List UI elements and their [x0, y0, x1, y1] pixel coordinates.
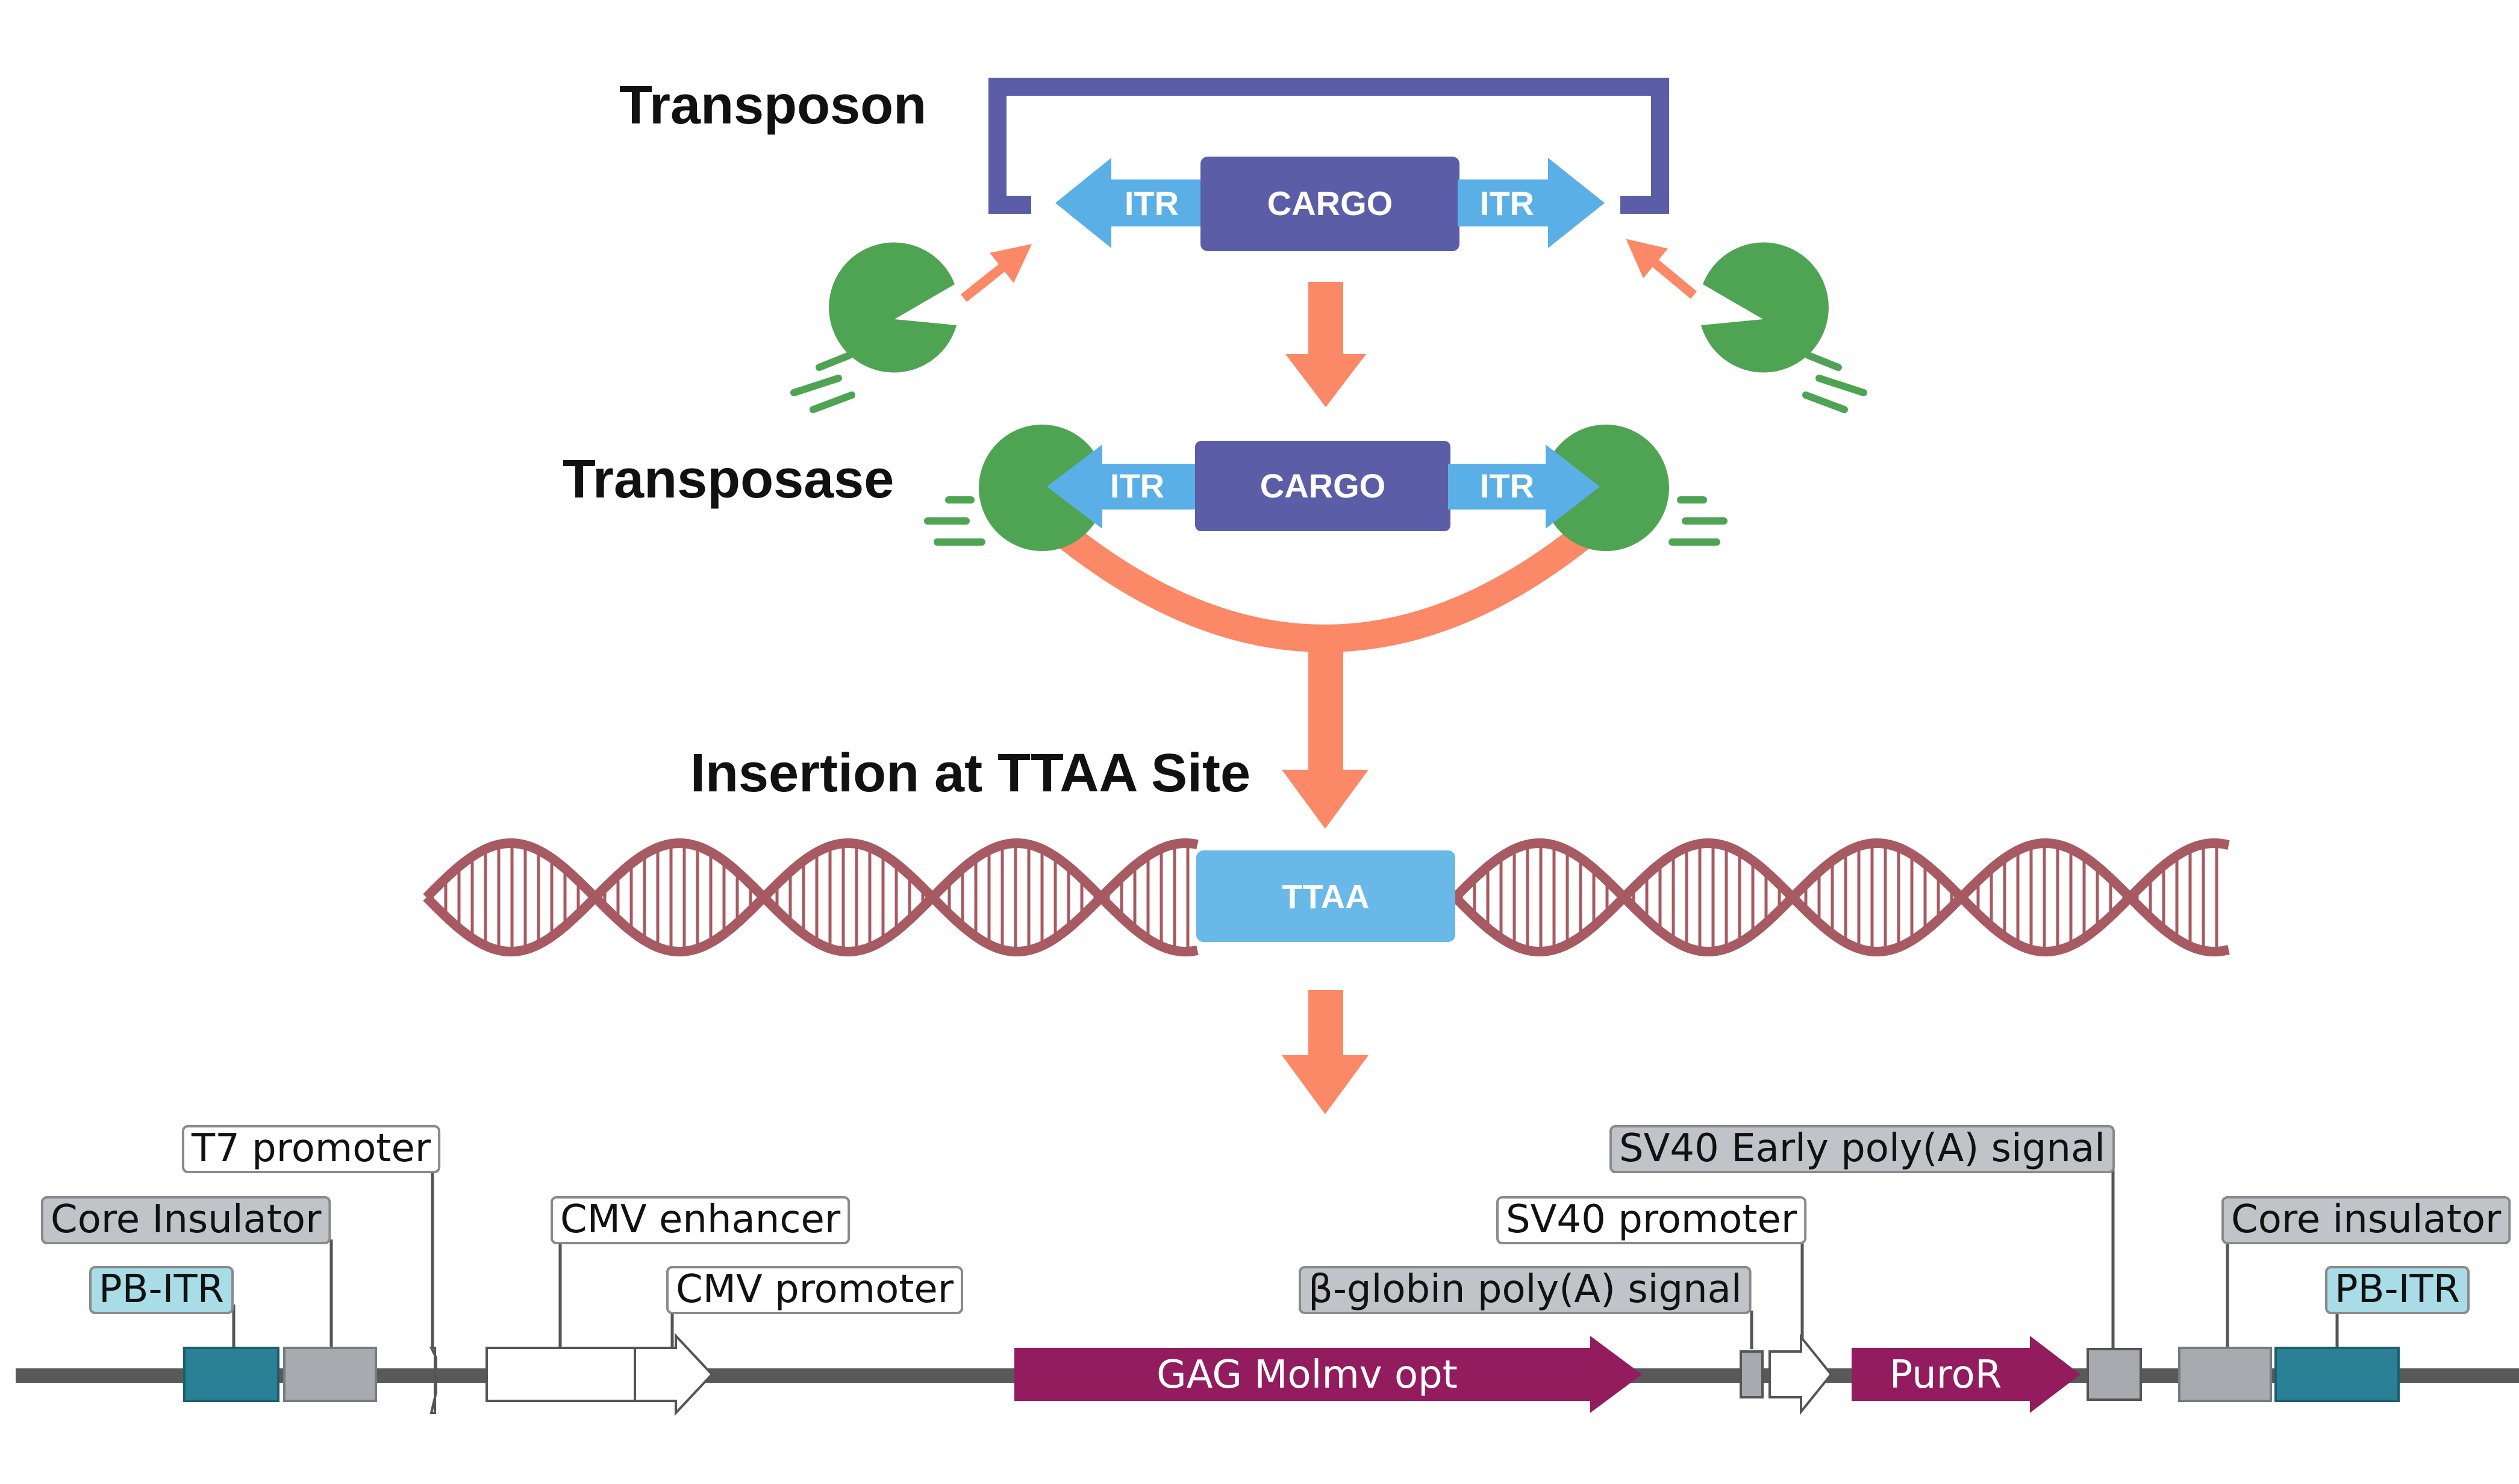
itr-right-arrow-middle: ITR [1448, 444, 1600, 529]
ttaa-site-box: TTAA [1196, 850, 1455, 942]
transposase-complex-left [924, 425, 1105, 551]
label-cmv-promoter: CMV promoter [666, 1266, 963, 1314]
transposase-complex-right [1543, 425, 1728, 551]
dna-helix-right [1452, 838, 2230, 957]
dna-helix-left [423, 838, 1199, 957]
cmv-promoter-text: CMV promoter [676, 1267, 954, 1312]
puror-label: PuroR [1890, 1353, 2002, 1397]
map-labels: T7 promoter Core Insulator PB-ITR CMV en… [41, 1125, 2511, 1314]
transposon-title: Transposon [619, 75, 926, 136]
ttaa-label: TTAA [1282, 878, 1369, 915]
insertion-title: Insertion at TTAA Site [690, 743, 1250, 803]
down-arrow-2 [1282, 650, 1369, 829]
puror-cds-arrow: PuroR [1852, 1336, 2080, 1413]
itr-label: ITR [1125, 184, 1179, 222]
gag-label: GAG Molmv opt [1156, 1353, 1458, 1397]
pb-itr-left-block [183, 1347, 279, 1402]
sv40-promoter-text: SV40 promoter [1506, 1197, 1797, 1242]
sv40-early-polya-block [2087, 1348, 2142, 1401]
label-pb-itr-right: PB-ITR [2325, 1266, 2470, 1314]
itr-label: ITR [1110, 467, 1164, 505]
dna-strand [423, 838, 1199, 957]
pb-itr-right-block [2274, 1347, 2400, 1402]
label-beta-globin-polya: β-globin poly(A) signal [1299, 1266, 1752, 1314]
dna-strand [423, 838, 1199, 957]
cargo-box: CARGO [1200, 157, 1459, 251]
transposase-title: Transposase [563, 449, 894, 510]
cargo-label: CARGO [1260, 467, 1385, 505]
gag-cds-arrow: GAG Molmv opt [1014, 1336, 1642, 1413]
beta-globin-polya-block [1740, 1350, 1764, 1398]
pb-itr-right-text: PB-ITR [2335, 1267, 2460, 1312]
core-insulator-left-text: Core Insulator [51, 1197, 322, 1242]
dna-strand [1452, 838, 2230, 957]
pb-itr-left-text: PB-ITR [99, 1267, 224, 1312]
label-t7-promoter: T7 promoter [182, 1125, 441, 1173]
cargo-label: CARGO [1267, 184, 1393, 222]
t7-promoter-text: T7 promoter [191, 1126, 431, 1171]
label-pb-itr-left: PB-ITR [89, 1266, 234, 1314]
t7-promoter-arrow [429, 1347, 437, 1414]
down-arrow-3 [1282, 990, 1369, 1114]
transposase-enzyme-left [790, 242, 957, 413]
itr-left-arrow-middle: ITR [1047, 444, 1199, 529]
label-sv40-early-polya: SV40 Early poly(A) signal [1609, 1125, 2115, 1173]
cmv-promoter-arrow [634, 1332, 714, 1417]
leader-lines [232, 1166, 2339, 1349]
cmv-enhancer-text: CMV enhancer [560, 1197, 841, 1242]
label-core-insulator-left: Core Insulator [41, 1196, 331, 1244]
down-arrow-1 [1285, 282, 1366, 407]
transposon-loop [988, 78, 1669, 214]
itr-left-arrow: ITR [1055, 158, 1205, 248]
right-small-arrow [1626, 238, 1697, 299]
left-small-arrow [961, 244, 1032, 302]
label-sv40-promoter: SV40 promoter [1496, 1196, 1807, 1244]
core-insulator-right-block [2178, 1347, 2272, 1402]
cargo-box-middle: CARGO [1195, 441, 1450, 531]
dna-strand [1452, 838, 2230, 957]
sv40-early-polya-text: SV40 Early poly(A) signal [1619, 1126, 2105, 1171]
itr-label: ITR [1480, 184, 1534, 222]
transposase-bridge [1045, 516, 1604, 652]
core-insulator-right-text: Core insulator [2231, 1197, 2502, 1242]
label-core-insulator-right: Core insulator [2221, 1196, 2511, 1244]
cmv-enhancer-block [485, 1347, 636, 1402]
label-cmv-enhancer: CMV enhancer [551, 1196, 851, 1244]
itr-right-arrow: ITR [1458, 158, 1605, 248]
transposase-enzyme-right [1701, 242, 1867, 413]
beta-globin-polya-text: β-globin poly(A) signal [1308, 1267, 1742, 1312]
core-insulator-left-block [283, 1347, 377, 1402]
sv40-promoter-arrow [1768, 1333, 1833, 1415]
itr-label: ITR [1480, 467, 1534, 505]
